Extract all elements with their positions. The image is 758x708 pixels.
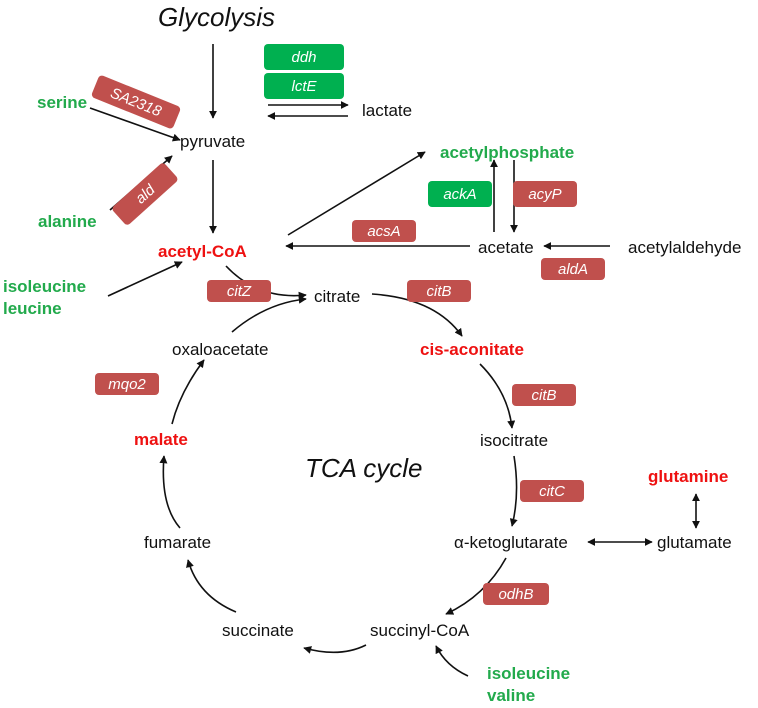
gene-lctE: lctE bbox=[264, 73, 344, 99]
tca-cycle-label: TCA cycle bbox=[305, 453, 423, 483]
metabolite-succinate: succinate bbox=[222, 621, 294, 640]
metabolite-citrate: citrate bbox=[314, 287, 361, 306]
metabolite-isocitrate: isocitrate bbox=[480, 431, 549, 450]
gene-ddh: ddh bbox=[264, 44, 344, 70]
arrow-succinate-fumarate bbox=[186, 559, 237, 613]
arrow-isoleucine-acetylcoa bbox=[107, 261, 183, 297]
metabolite-pyruvate: pyruvate bbox=[180, 132, 246, 151]
metabolite-alanine: alanine bbox=[38, 212, 97, 231]
metabolite-alpha-ketoglutarate: α-ketoglutarate bbox=[454, 533, 568, 552]
arrow-isoleucinevaline-succinylcoa bbox=[435, 645, 469, 677]
metabolite-acetyl-coa: acetyl-CoA bbox=[158, 242, 247, 261]
gene-citZ: citZ bbox=[207, 280, 271, 302]
gene-citB: citB bbox=[407, 280, 471, 302]
metabolite-valine: valine bbox=[487, 686, 536, 705]
gene-acyP: acyP bbox=[513, 181, 577, 207]
gene-mqo2: mqo2 bbox=[95, 373, 159, 395]
metabolite-fumarate: fumarate bbox=[144, 533, 212, 552]
arrow-succinylcoa-succinate bbox=[303, 644, 367, 654]
arrow-fumarate-malate bbox=[159, 455, 181, 529]
gene-aldA: aldA bbox=[541, 258, 605, 280]
arrow-akg-succinylcoa bbox=[445, 557, 507, 615]
gene-ackA: ackA bbox=[428, 181, 492, 207]
metabolite-succinyl-coa: succinyl-CoA bbox=[370, 621, 470, 640]
gene-acsA: acsA bbox=[352, 220, 416, 242]
metabolite-acetate: acetate bbox=[478, 238, 534, 257]
arrow-oxaloacetate-citrate bbox=[231, 295, 307, 333]
arrow-acetylcoa-acetylphosphate bbox=[287, 151, 426, 236]
gene-citB-2: citB bbox=[512, 384, 576, 406]
arrow-malate-oxaloacetate bbox=[171, 359, 205, 425]
glycolysis-title: Glycolysis bbox=[158, 2, 276, 32]
metabolite-isoleucine: isoleucine bbox=[3, 277, 87, 296]
metabolite-glutamate: glutamate bbox=[657, 533, 732, 552]
arrow-serine-pyruvate bbox=[89, 107, 181, 142]
metabolite-serine: serine bbox=[37, 93, 88, 112]
metabolite-malate: malate bbox=[134, 430, 188, 449]
metabolite-glutamine: glutamine bbox=[648, 467, 729, 486]
metabolite-leucine: leucine bbox=[3, 299, 62, 318]
gene-odhB: odhB bbox=[483, 583, 549, 605]
metabolite-acetylaldehyde: acetylaldehyde bbox=[628, 238, 742, 257]
metabolite-oxaloacetate: oxaloacetate bbox=[172, 340, 269, 359]
metabolite-isoleucine-2: isoleucine bbox=[487, 664, 571, 683]
gene-citC: citC bbox=[520, 480, 584, 502]
metabolite-acetylphosphate: acetylphosphate bbox=[440, 143, 575, 162]
arrow-isocitrate-akg bbox=[509, 455, 518, 527]
metabolite-lactate: lactate bbox=[362, 101, 413, 120]
arrow-cisaconitate-isocitrate bbox=[479, 363, 516, 429]
metabolite-cis-aconitate: cis-aconitate bbox=[420, 340, 524, 359]
arrow-citrate-cisaconitate bbox=[371, 293, 463, 337]
